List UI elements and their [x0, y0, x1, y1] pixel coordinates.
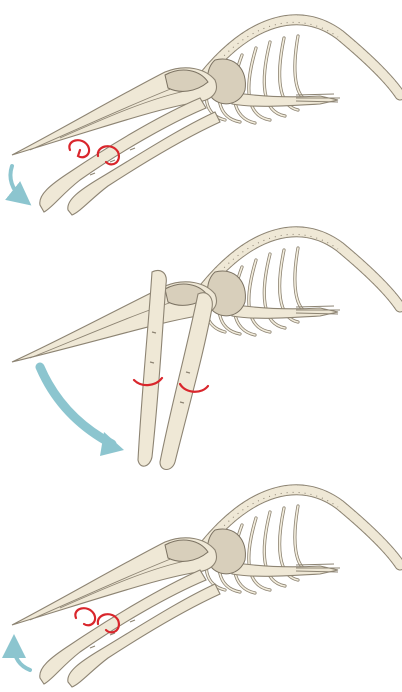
- panel-closing: [12, 490, 400, 687]
- motion-arrow-icon: [40, 367, 112, 444]
- panel-open: [12, 232, 400, 470]
- rotation-arc-icon: [69, 140, 89, 157]
- motion-arrow-icon: [10, 166, 22, 198]
- panel-closed: [10, 20, 400, 215]
- rotation-arc-icon: [75, 608, 95, 625]
- motion-arrow-icon: [14, 646, 30, 670]
- arrow-head: [100, 432, 124, 456]
